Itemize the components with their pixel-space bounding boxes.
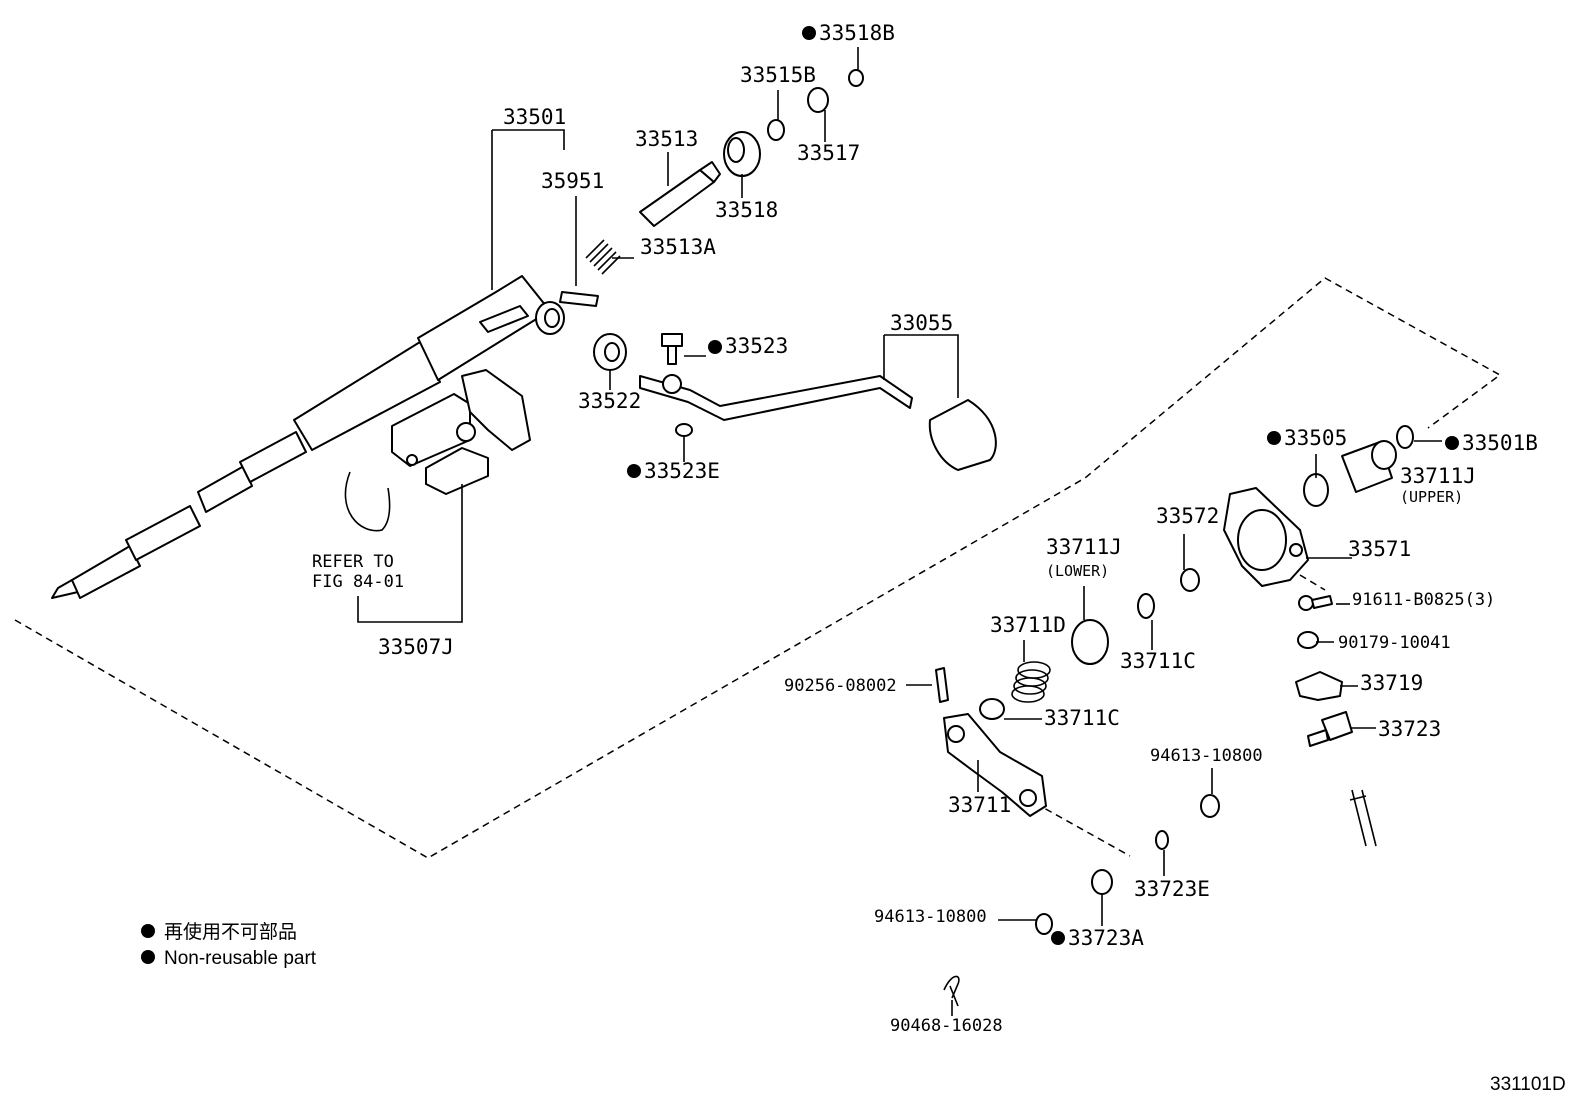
washer-33711C-lower bbox=[979, 698, 1005, 720]
washer-33505 bbox=[1303, 473, 1329, 507]
legend-english: Non-reusable part bbox=[164, 948, 317, 969]
callout-33723E: 33723E bbox=[1134, 877, 1210, 901]
callout-33711C-b: 33711C bbox=[1044, 706, 1120, 730]
callout-35951: 35951 bbox=[541, 169, 604, 193]
callout-33711C-a: 33711C bbox=[1120, 649, 1196, 673]
clamp-33719 bbox=[1295, 671, 1343, 701]
refer-note-line1: REFER TO bbox=[312, 552, 394, 572]
washer-94613-lower bbox=[1035, 913, 1053, 935]
callout-33507J: 33507J bbox=[378, 635, 454, 659]
callout-33523E: 33523E bbox=[644, 459, 720, 483]
shift-bracket-33571 bbox=[1223, 487, 1309, 587]
compression-spring bbox=[585, 239, 621, 275]
legend-japanese: 再使用不可部品 bbox=[164, 921, 297, 943]
callout-33515B: 33515B bbox=[740, 63, 816, 87]
clip-33518B bbox=[848, 69, 864, 87]
callout-91611-B0825: 91611-B0825(3) bbox=[1352, 590, 1495, 610]
callout-33719: 33719 bbox=[1360, 671, 1423, 695]
callout-33501B: 33501B bbox=[1462, 431, 1538, 455]
washer-33515B bbox=[767, 119, 785, 141]
lower-note: (LOWER) bbox=[1046, 562, 1109, 580]
refer-note-line2: FIG 84-01 bbox=[312, 572, 404, 592]
callout-33723A: 33723A bbox=[1068, 926, 1144, 950]
nonreusable-dot-33523 bbox=[708, 340, 722, 354]
nut-33517 bbox=[807, 87, 829, 113]
upper-bushing bbox=[1341, 440, 1397, 493]
nonreusable-dot-33501B bbox=[1445, 436, 1459, 450]
lever-pin bbox=[639, 169, 715, 227]
nonreusable-dot-33505 bbox=[1267, 431, 1281, 445]
lever-bracket bbox=[391, 369, 531, 495]
washer-33711C-upper bbox=[1137, 593, 1155, 619]
damper-pad bbox=[559, 291, 599, 307]
lever-joint bbox=[593, 333, 627, 371]
callout-94613-10800-a: 94613-10800 bbox=[1150, 746, 1263, 766]
callout-33522: 33522 bbox=[578, 389, 641, 413]
callout-90256-08002: 90256-08002 bbox=[784, 676, 897, 696]
legend-dot-ja bbox=[141, 924, 155, 938]
figure-code: 331101D bbox=[1490, 1074, 1566, 1095]
callout-33518B: 33518B bbox=[819, 21, 895, 45]
nonreusable-dot-33723A bbox=[1051, 931, 1065, 945]
callout-33711: 33711 bbox=[948, 793, 1011, 817]
clip-90468 bbox=[943, 975, 960, 1007]
callout-33055: 33055 bbox=[890, 311, 953, 335]
callout-33571: 33571 bbox=[1348, 537, 1411, 561]
control-cable bbox=[1349, 789, 1377, 847]
callout-33501: 33501 bbox=[503, 105, 566, 129]
callout-90179-10041: 90179-10041 bbox=[1338, 633, 1451, 653]
shift-lever-rod bbox=[639, 374, 997, 471]
washer-33723E bbox=[1155, 830, 1169, 850]
callout-90468-16028: 90468-16028 bbox=[890, 1016, 1003, 1036]
bushing-33518 bbox=[723, 131, 761, 177]
callout-94613-10800-b: 94613-10800 bbox=[874, 907, 987, 927]
callout-33723: 33723 bbox=[1378, 717, 1441, 741]
bolt-dashed-guide bbox=[1299, 574, 1326, 591]
pin-90256 bbox=[935, 667, 949, 703]
callout-33711J-lower: 33711J bbox=[1046, 535, 1122, 559]
leader-lines bbox=[357, 47, 1442, 1016]
lower-bushing bbox=[1071, 619, 1109, 665]
assembly-boundary bbox=[14, 277, 1502, 859]
legend-dot-en bbox=[141, 950, 155, 964]
pin-tip bbox=[699, 161, 721, 183]
legend: 再使用不可部品 Non-reusable part bbox=[141, 921, 317, 969]
washer-94613-upper bbox=[1200, 794, 1220, 818]
callout-33513: 33513 bbox=[635, 127, 698, 151]
nonreusable-dot-33523E bbox=[627, 464, 641, 478]
washer-33501B bbox=[1396, 425, 1414, 449]
callout-33518: 33518 bbox=[715, 198, 778, 222]
callout-33711J-upper: 33711J bbox=[1400, 464, 1476, 488]
lower-link-dashed-guide bbox=[1034, 802, 1131, 857]
callout-33572: 33572 bbox=[1156, 504, 1219, 528]
callout-33523: 33523 bbox=[725, 334, 788, 358]
callout-33517: 33517 bbox=[797, 141, 860, 165]
wire-harness bbox=[344, 471, 391, 532]
nonreusable-dot-33518B bbox=[802, 26, 816, 40]
e-ring bbox=[675, 423, 693, 437]
callout-33505: 33505 bbox=[1284, 426, 1347, 450]
nut-90179 bbox=[1297, 631, 1319, 649]
select-lever-33711 bbox=[943, 713, 1047, 817]
callout-33711D: 33711D bbox=[990, 613, 1066, 637]
shift-lever-shaft bbox=[51, 275, 565, 599]
upper-note: (UPPER) bbox=[1400, 488, 1463, 506]
lever-bolt bbox=[661, 333, 683, 365]
bolt-91611 bbox=[1298, 595, 1333, 611]
spring-33711D bbox=[1011, 661, 1051, 703]
bushing-33723A bbox=[1091, 869, 1113, 895]
washer-33572 bbox=[1180, 568, 1200, 592]
callout-33513A: 33513A bbox=[640, 235, 716, 259]
cable-end-33723 bbox=[1307, 711, 1353, 747]
